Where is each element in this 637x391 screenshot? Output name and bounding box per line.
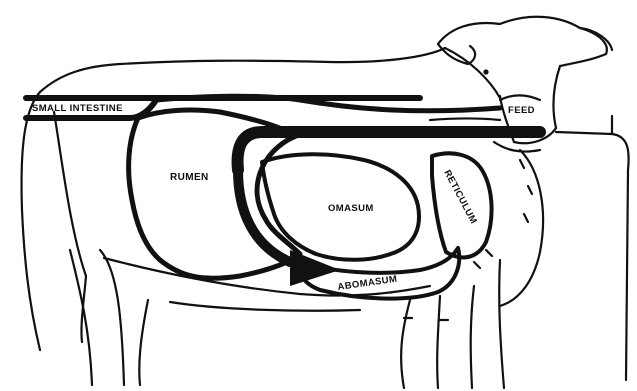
feed-arrow [238,132,540,262]
small-intestine-label: SMALL INTESTINE [32,103,123,114]
abomasum-label: ABOMASUM [337,274,398,293]
rumen-label: RUMEN [170,172,209,183]
feed-label: FEED [508,105,535,116]
cow-outline [22,17,629,388]
reticulum-label: RETICULUM [441,168,479,226]
omasum-label: OMASUM [328,203,374,214]
